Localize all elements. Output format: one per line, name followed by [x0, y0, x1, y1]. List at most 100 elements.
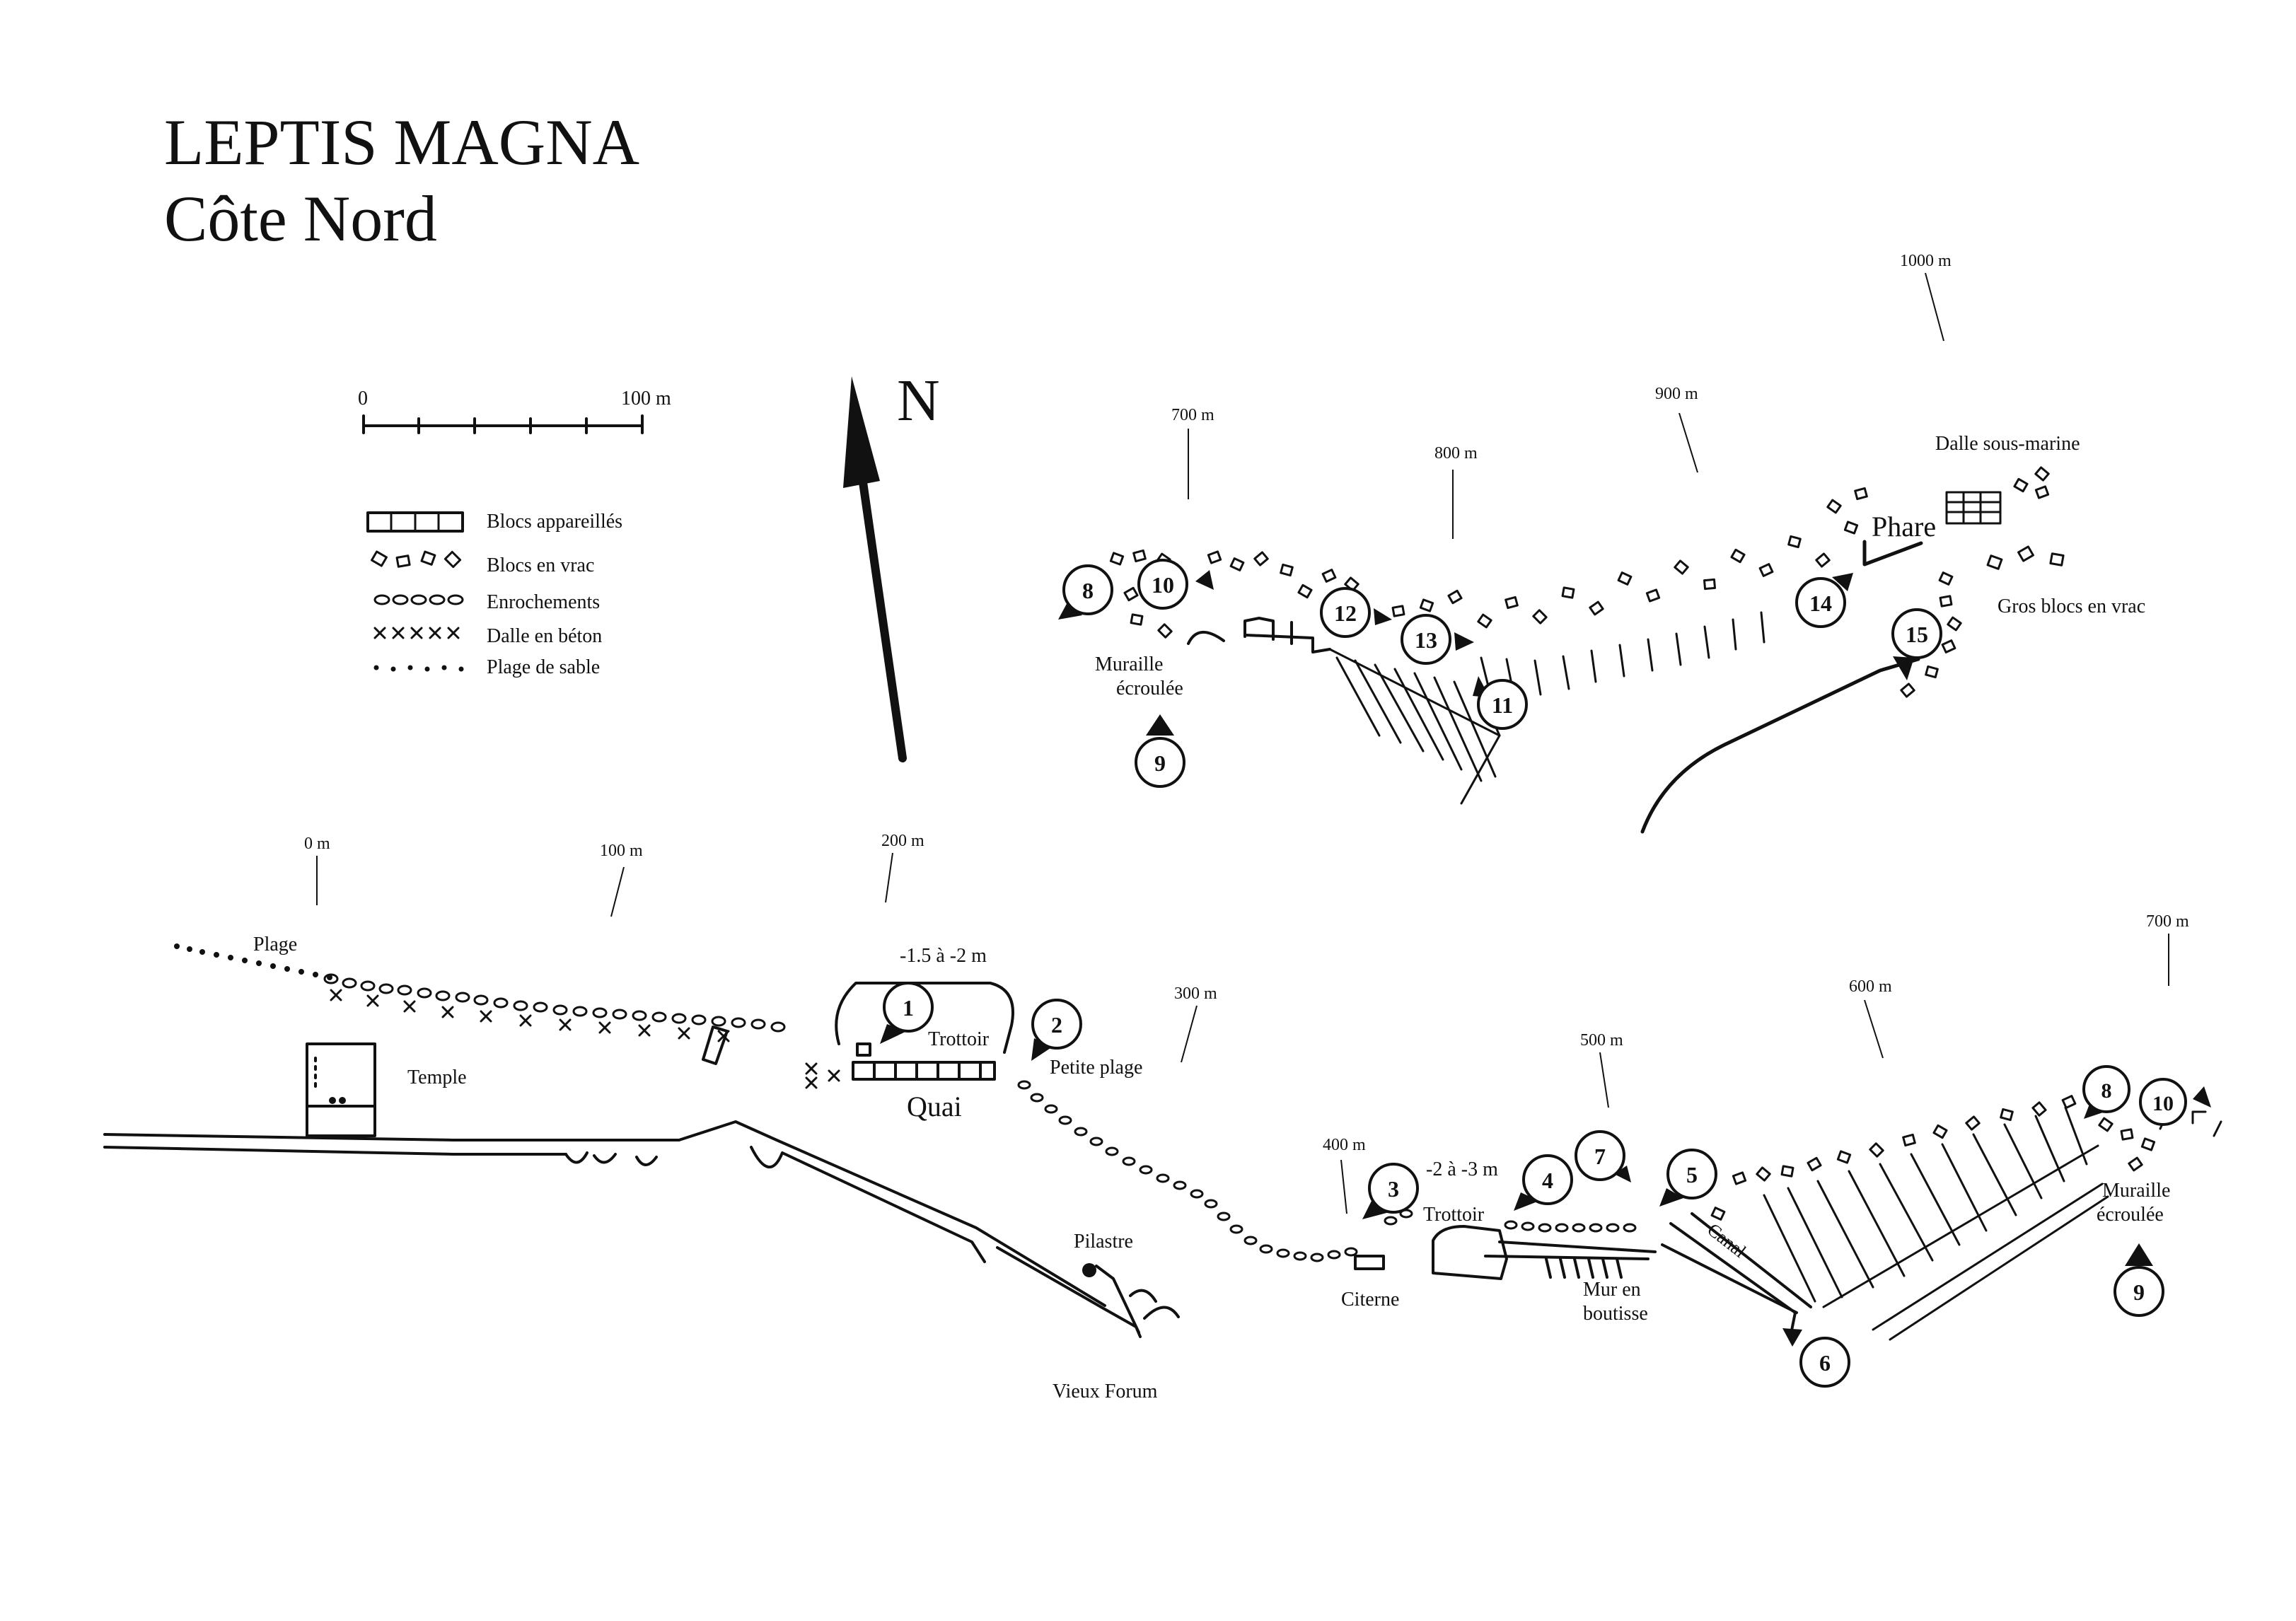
svg-text:12: 12	[1334, 600, 1357, 626]
legend-riprap-symbol	[373, 594, 464, 605]
lower-right-hatching	[1763, 1106, 2222, 1341]
muraille-upper-label-2: écroulée	[1116, 678, 1183, 699]
depth-label-2: -2 à -3 m	[1426, 1158, 1498, 1180]
viewpoint-marker-15: 15	[1891, 608, 1942, 680]
scale-end-label: 100 m	[621, 388, 671, 409]
shore-riprap	[323, 973, 786, 1033]
viewpoint-marker-9-lower: 9	[2114, 1243, 2164, 1317]
legend-dressed-blocks-label: Blocs appareillés	[487, 511, 622, 533]
map-subtitle: Côte Nord	[164, 182, 437, 255]
legend-sand-beach-label: Plage de sable	[487, 656, 600, 678]
svg-text:6: 6	[1819, 1350, 1831, 1376]
scale-bar: 0 100 m	[358, 388, 671, 434]
legend-dressed-blocks-symbol	[366, 511, 464, 533]
pilastre-marker	[1082, 1263, 1096, 1277]
mark-700m-lower: 700 m	[2146, 912, 2189, 931]
svg-text:2: 2	[1051, 1012, 1062, 1038]
viewpoint-marker-11: 11	[1473, 676, 1528, 730]
viewpoint-marker-7: 7	[1575, 1130, 1631, 1183]
viewpoint-marker-8-lower: 8	[2082, 1065, 2130, 1119]
legend-sand-beach-symbol	[373, 665, 464, 672]
svg-text:3: 3	[1388, 1176, 1399, 1202]
svg-text:7: 7	[1594, 1144, 1606, 1169]
canal	[1661, 1212, 1812, 1335]
pilastre-label: Pilastre	[1074, 1231, 1133, 1253]
muraille-lower-label-2: écroulée	[2097, 1204, 2164, 1226]
small-jetty	[702, 1026, 729, 1065]
upper-hatching	[1328, 611, 1766, 805]
svg-text:9: 9	[1154, 750, 1166, 776]
citerne-label: Citerne	[1341, 1289, 1399, 1311]
trottoir-label-2: Trottoir	[1423, 1204, 1485, 1226]
viewpoint-marker-8-upper: 8	[1058, 564, 1113, 620]
mark-700m-upper: 700 m	[1171, 406, 1214, 424]
temple-label: Temple	[407, 1067, 467, 1088]
svg-text:9: 9	[2133, 1279, 2145, 1305]
north-label: N	[897, 368, 940, 434]
dalle-sous-marine-label: Dalle sous-marine	[1935, 433, 2080, 455]
muraille-lower-label-1: Muraille	[2102, 1180, 2170, 1202]
viewpoint-marker-10-lower: 10	[2139, 1078, 2211, 1126]
distance-marks: 0 m 100 m 200 m 300 m 400 m 500 m 600 m …	[304, 252, 2189, 1214]
vieux-forum-label: Vieux Forum	[1053, 1381, 1158, 1402]
mark-200m: 200 m	[881, 832, 924, 850]
svg-text:10: 10	[1152, 572, 1174, 598]
trottoir2-riprap	[1384, 1209, 1637, 1233]
mark-300m: 300 m	[1174, 984, 1217, 1003]
svg-text:14: 14	[1809, 591, 1832, 616]
north-arrow: N	[843, 368, 940, 762]
mark-500m: 500 m	[1580, 1031, 1623, 1050]
viewpoint-marker-3: 3	[1362, 1163, 1419, 1219]
quai-label: Quai	[907, 1091, 962, 1122]
viewpoint-marker-10-upper: 10	[1137, 559, 1214, 610]
svg-text:1: 1	[903, 995, 914, 1021]
viewpoint-marker-1: 1	[880, 982, 934, 1044]
middle-riprap	[1017, 1080, 1358, 1262]
legend: Blocs appareillés Blocs en vrac Enrochem…	[366, 511, 622, 678]
legend-riprap-label: Enrochements	[487, 591, 600, 613]
mark-100m: 100 m	[600, 842, 643, 860]
phare-structure	[1862, 540, 1923, 567]
shore-concrete	[330, 989, 840, 1089]
svg-text:10: 10	[2152, 1092, 2174, 1115]
mark-800m: 800 m	[1434, 444, 1478, 463]
petite-plage-label: Petite plage	[1050, 1057, 1142, 1079]
lower-coastline	[103, 1120, 1180, 1338]
legend-concrete-slab-label: Dalle en béton	[487, 625, 602, 647]
plage-label: Plage	[253, 934, 297, 955]
upper-loose-blocks	[1109, 466, 2065, 698]
legend-loose-blocks-symbol	[371, 550, 462, 569]
mark-600m: 600 m	[1849, 977, 1892, 996]
svg-text:5: 5	[1686, 1162, 1698, 1187]
upper-structures	[1187, 617, 1331, 653]
mark-400m: 400 m	[1323, 1136, 1366, 1154]
map-title: LEPTIS MAGNA	[164, 106, 639, 178]
mur-en-boutisse-label-2: boutisse	[1583, 1303, 1648, 1325]
viewpoint-marker-5: 5	[1659, 1149, 1717, 1207]
plage-sand	[174, 943, 332, 980]
phare-label: Phare	[1872, 511, 1936, 542]
quai-structure	[835, 982, 1014, 1081]
lower-right-loose-blocks	[1710, 1095, 2156, 1221]
temple	[306, 1042, 376, 1137]
gros-blocs-label: Gros blocs en vrac	[1998, 595, 2145, 617]
svg-text:15: 15	[1906, 622, 1928, 647]
mark-900m: 900 m	[1655, 385, 1698, 403]
trottoir2-structure	[1432, 1225, 1657, 1280]
legend-concrete-slab-symbol	[373, 627, 460, 639]
scale-start-label: 0	[358, 388, 368, 409]
viewpoint-marker-9-upper: 9	[1135, 714, 1185, 788]
mur-en-boutisse-label-1: Mur en	[1583, 1279, 1641, 1301]
viewpoint-marker-6: 6	[1782, 1328, 1850, 1388]
mark-1000m: 1000 m	[1900, 252, 1952, 270]
dalle-sous-marine	[1945, 491, 2002, 525]
depth-label-1: -1.5 à -2 m	[900, 945, 987, 967]
viewpoint-marker-12: 12	[1320, 587, 1392, 638]
viewpoint-marker-4: 4	[1514, 1154, 1573, 1211]
svg-text:13: 13	[1415, 627, 1437, 653]
upper-right-shore	[1640, 657, 1920, 834]
legend-loose-blocks-label: Blocs en vrac	[487, 554, 594, 576]
muraille-upper-label-1: Muraille	[1095, 653, 1163, 675]
mark-0m: 0 m	[304, 835, 330, 853]
